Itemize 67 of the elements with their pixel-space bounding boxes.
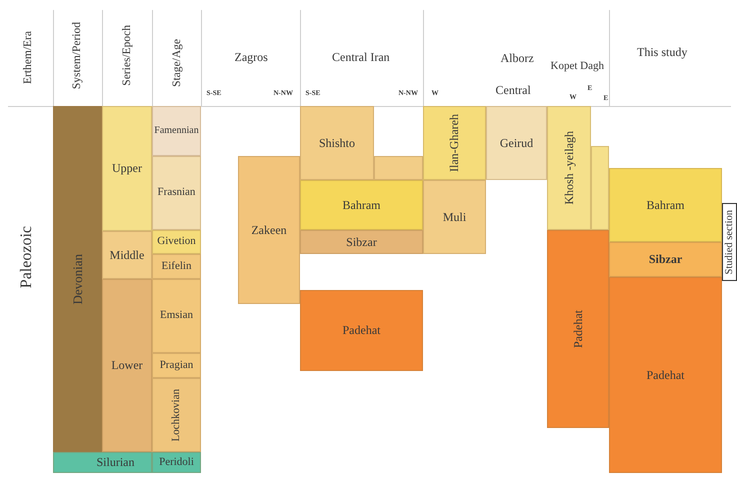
formation-name: Khosh -yeilagh [562,131,576,205]
formation-name: Padehat [342,324,380,337]
formation-block [423,180,486,254]
stage-block [152,279,201,353]
stage-name: Givetion [157,236,196,248]
column-header: System/Period [71,22,84,89]
epoch-block [102,106,152,231]
formation-name: Ilan-Ghareh [448,114,461,172]
stage-name: Lochkovian [170,388,182,442]
formation-name: Shishto [318,136,355,150]
formation-name: Padehat [646,368,684,382]
stage-name: Frasnian [158,187,196,199]
stage-block [152,156,201,230]
stage-name: Famennian [154,126,199,136]
formation-block [591,146,609,230]
stage-block [152,353,201,378]
stage-name: Eifelin [162,260,192,272]
column-header: Alborz [500,52,534,64]
formation-block [547,106,591,230]
column-header: Erthem/Era [22,30,34,84]
epoch-block [102,231,152,279]
subregion-header: Central [496,84,531,96]
era-name: Paleozoic [18,226,36,288]
formation-name: Zakeen [251,224,287,236]
stage-name: Pragian [160,360,194,372]
formation-block [300,230,423,254]
formation-block [609,242,722,277]
formation-block [374,156,423,180]
formation-block [609,277,722,473]
period-name: Devonian [70,254,84,304]
formation-name: Bahram [342,198,380,212]
formation-name: Sibzar [648,253,682,266]
stage-block [152,452,201,473]
column-header: Series/Epoch [121,24,134,86]
formation-name: Bahram [646,198,684,212]
stage-name: Peridoli [159,456,194,468]
stage-name: Emsian [160,310,193,322]
formation-block [609,168,722,242]
epoch-name: Lower [111,359,143,372]
formation-block [423,106,486,180]
formation-block [300,106,374,180]
stage-block [152,378,201,452]
column-header: This study [637,46,688,58]
period-block [53,452,152,473]
formation-block [547,230,609,428]
epoch-name: Upper [112,162,142,175]
formation-block [300,180,423,230]
period-block [53,106,102,452]
column-header: Kopet Dagh [550,61,604,73]
period-name: Silurian [96,456,134,469]
stage-block [152,230,201,254]
formation-block [238,156,300,304]
column-header: Central Iran [332,50,390,64]
epoch-block [102,279,152,452]
stage-block [152,106,201,156]
formation-name: Muli [442,210,466,224]
section-tag [722,203,737,281]
section-label: Studied section [724,210,735,274]
formation-name: Sibzar [346,236,377,248]
column-header: Zagros [234,50,268,64]
formation-name: Padehat [572,310,584,348]
column-header: Stage/Age [171,39,184,87]
formation-block [486,106,547,180]
formation-block [300,290,423,371]
formation-name: Geirud [500,136,534,150]
stage-block [152,254,201,279]
epoch-name: Middle [110,248,144,262]
